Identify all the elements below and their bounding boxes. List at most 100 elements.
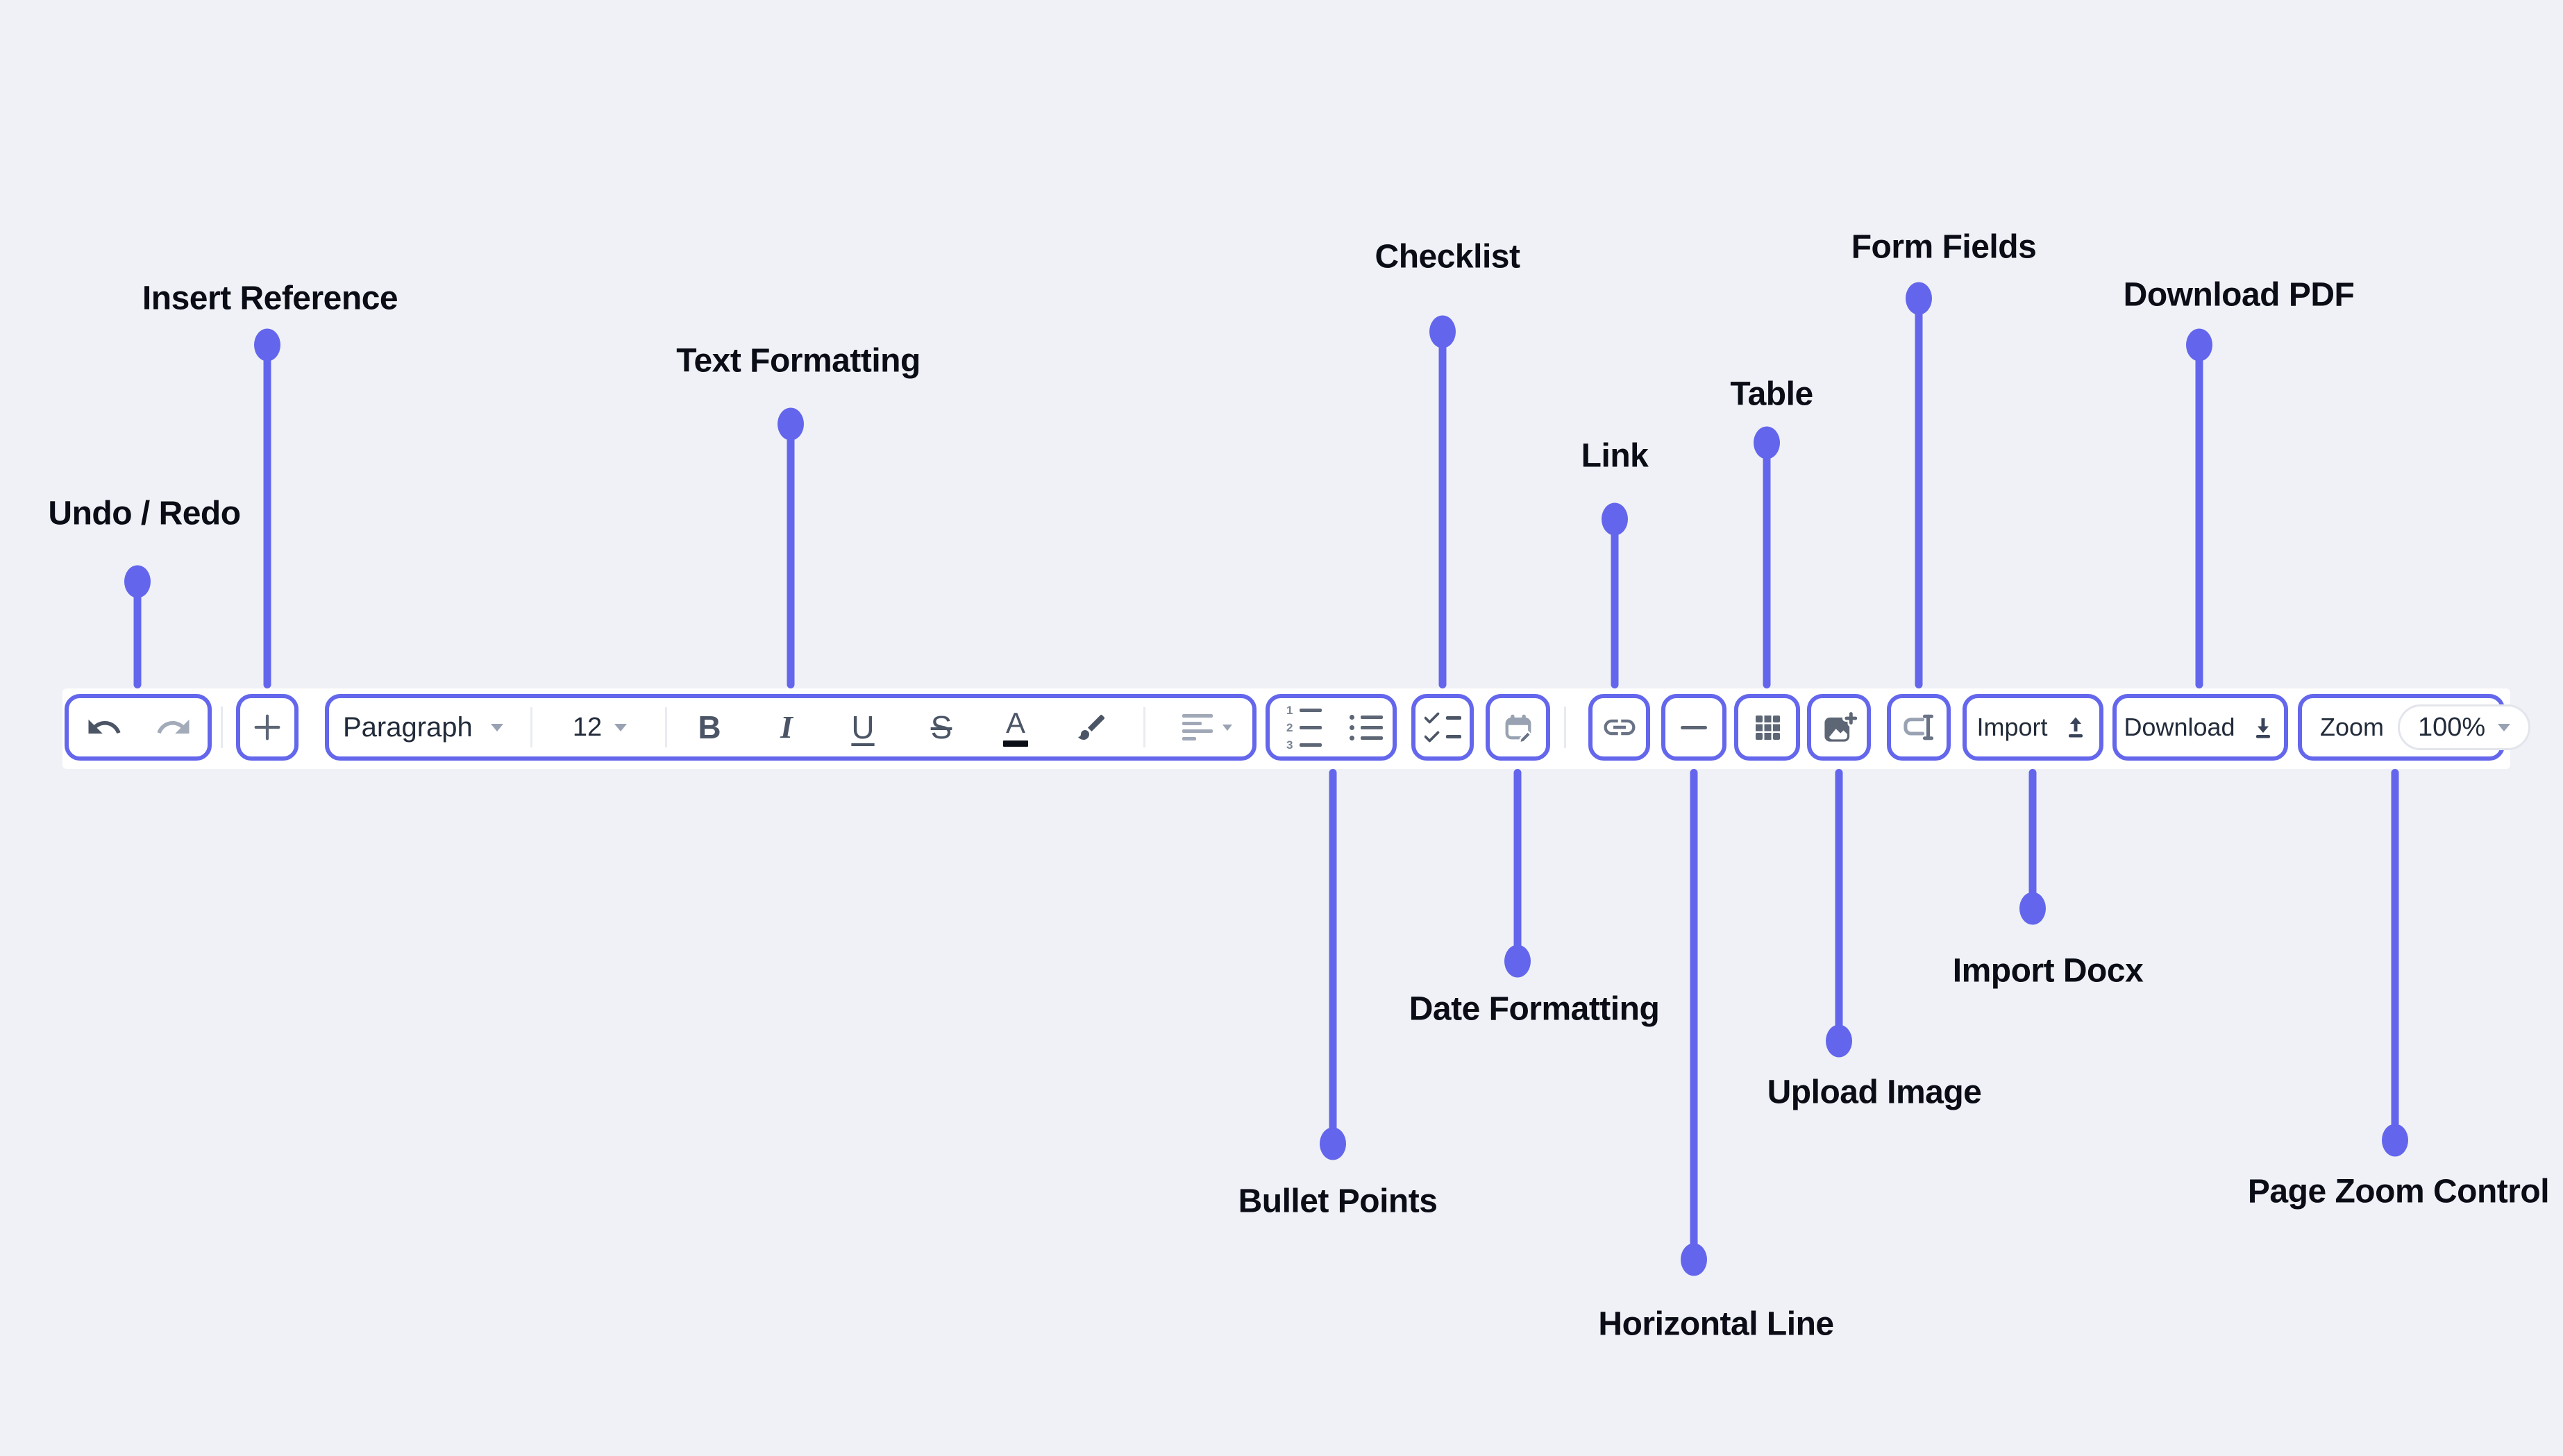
callout-line bbox=[1763, 443, 1771, 688]
numbered-list-icon: 1 2 3 bbox=[1284, 704, 1322, 751]
align-left-icon bbox=[1182, 714, 1213, 740]
callout-label: Date Formatting bbox=[1409, 990, 1660, 1028]
callout-line bbox=[1690, 769, 1698, 1260]
callout-label: Table bbox=[1730, 375, 1813, 413]
callout-dot bbox=[2382, 1124, 2408, 1157]
redo-button[interactable] bbox=[146, 698, 201, 756]
highlighter-icon bbox=[1078, 714, 1105, 740]
group-divider bbox=[530, 707, 532, 747]
toolbar-divider bbox=[1564, 706, 1566, 748]
table-button[interactable] bbox=[1734, 694, 1800, 761]
chevron-down-icon bbox=[2498, 723, 2511, 731]
chevron-down-icon bbox=[1222, 724, 1232, 731]
font-size-dropdown[interactable]: 12 bbox=[551, 698, 648, 756]
callout-line bbox=[1438, 332, 1447, 688]
undo-redo-group bbox=[65, 694, 212, 761]
chevron-down-icon bbox=[614, 723, 628, 731]
zoom-control-group: Zoom 100% bbox=[2298, 694, 2531, 761]
callout-line bbox=[1513, 769, 1522, 961]
paragraph-style-dropdown[interactable]: Paragraph bbox=[339, 698, 512, 756]
callout-line bbox=[263, 345, 271, 688]
horizontal-line-button[interactable] bbox=[1661, 694, 1726, 761]
callout-dot bbox=[1320, 1127, 1346, 1160]
lists-group: 1 2 3 bbox=[1266, 694, 1397, 761]
callout-label: Insert Reference bbox=[142, 280, 398, 317]
zoom-value: 100% bbox=[2418, 712, 2486, 742]
zoom-value-dropdown[interactable]: 100% bbox=[2398, 704, 2531, 750]
upload-icon bbox=[2068, 717, 2083, 738]
callout-dot bbox=[124, 565, 151, 598]
callout-dot bbox=[2019, 892, 2046, 925]
text-formatting-group: Paragraph 12 B I U S A bbox=[325, 694, 1257, 761]
callout-line bbox=[1611, 519, 1619, 688]
bullet-list-icon bbox=[1350, 714, 1383, 740]
callout-dot bbox=[1906, 282, 1932, 315]
callout-label: Import Docx bbox=[1952, 952, 2144, 990]
toolbar-divider bbox=[221, 706, 223, 748]
import-button[interactable]: Import bbox=[1963, 694, 2103, 761]
text-color-icon: A bbox=[1003, 708, 1028, 747]
callout-dot bbox=[1602, 502, 1628, 536]
callout-line bbox=[2391, 769, 2399, 1140]
bullet-list-button[interactable] bbox=[1343, 698, 1389, 756]
text-cursor-box-icon bbox=[1904, 714, 1934, 740]
checklist-icon bbox=[1424, 712, 1461, 743]
callout-dot bbox=[1826, 1024, 1852, 1058]
bold-icon: B bbox=[698, 709, 721, 745]
callout-dot bbox=[2186, 328, 2212, 362]
callout-line bbox=[1915, 298, 1923, 688]
calendar-pencil-icon bbox=[1505, 714, 1532, 745]
highlighter-button[interactable] bbox=[1068, 698, 1116, 756]
undo-button[interactable] bbox=[77, 698, 131, 756]
callout-label: Horizontal Line bbox=[1598, 1305, 1834, 1343]
link-button[interactable] bbox=[1588, 694, 1650, 761]
date-button[interactable] bbox=[1486, 694, 1550, 761]
font-size-value: 12 bbox=[572, 712, 603, 742]
bold-button[interactable]: B bbox=[685, 698, 734, 756]
upload-image-button[interactable] bbox=[1807, 694, 1871, 761]
numbered-list-button[interactable]: 1 2 3 bbox=[1279, 698, 1325, 756]
download-button[interactable]: Download bbox=[2112, 694, 2288, 761]
callout-label: Undo / Redo bbox=[48, 495, 241, 532]
callout-label: Link bbox=[1581, 437, 1649, 475]
callout-label: Page Zoom Control bbox=[2247, 1173, 2550, 1210]
callout-line bbox=[787, 424, 795, 688]
callout-dot bbox=[1681, 1243, 1707, 1276]
group-divider bbox=[665, 707, 667, 747]
form-fields-button[interactable] bbox=[1887, 694, 1951, 761]
strikethrough-button[interactable]: S bbox=[917, 698, 966, 756]
callout-label: Checklist bbox=[1375, 238, 1520, 276]
callout-line bbox=[133, 582, 142, 688]
text-color-button[interactable]: A bbox=[991, 698, 1040, 756]
strikethrough-icon: S bbox=[930, 709, 952, 745]
underline-icon: U bbox=[851, 709, 875, 745]
callout-dot bbox=[1429, 315, 1456, 348]
underline-button[interactable]: U bbox=[839, 698, 887, 756]
table-icon bbox=[1755, 716, 1780, 740]
zoom-label: Zoom bbox=[2320, 713, 2385, 741]
checklist-button[interactable] bbox=[1411, 694, 1474, 761]
image-plus-icon bbox=[1824, 709, 1857, 742]
callout-dot bbox=[1504, 945, 1531, 978]
italic-icon: I bbox=[780, 709, 793, 745]
callout-line bbox=[2028, 769, 2037, 908]
callout-label: Text Formatting bbox=[676, 342, 921, 380]
callout-line bbox=[1835, 769, 1843, 1041]
italic-button[interactable]: I bbox=[762, 698, 811, 756]
callout-label: Download PDF bbox=[2123, 276, 2355, 314]
callout-dot bbox=[778, 407, 804, 441]
insert-reference-button[interactable] bbox=[236, 694, 299, 761]
redo-icon bbox=[157, 719, 190, 734]
horizontal-line-icon bbox=[1681, 725, 1707, 729]
group-divider bbox=[1143, 707, 1145, 747]
download-label: Download bbox=[2124, 713, 2235, 741]
callout-dot bbox=[1754, 426, 1780, 459]
callout-label: Bullet Points bbox=[1238, 1183, 1438, 1220]
callout-line bbox=[2195, 345, 2203, 688]
alignment-dropdown[interactable] bbox=[1166, 698, 1249, 756]
callout-dot bbox=[254, 328, 280, 362]
import-label: Import bbox=[1976, 713, 2048, 741]
callout-label: Form Fields bbox=[1851, 228, 2037, 266]
undo-icon bbox=[88, 719, 121, 734]
download-icon bbox=[2255, 718, 2270, 738]
